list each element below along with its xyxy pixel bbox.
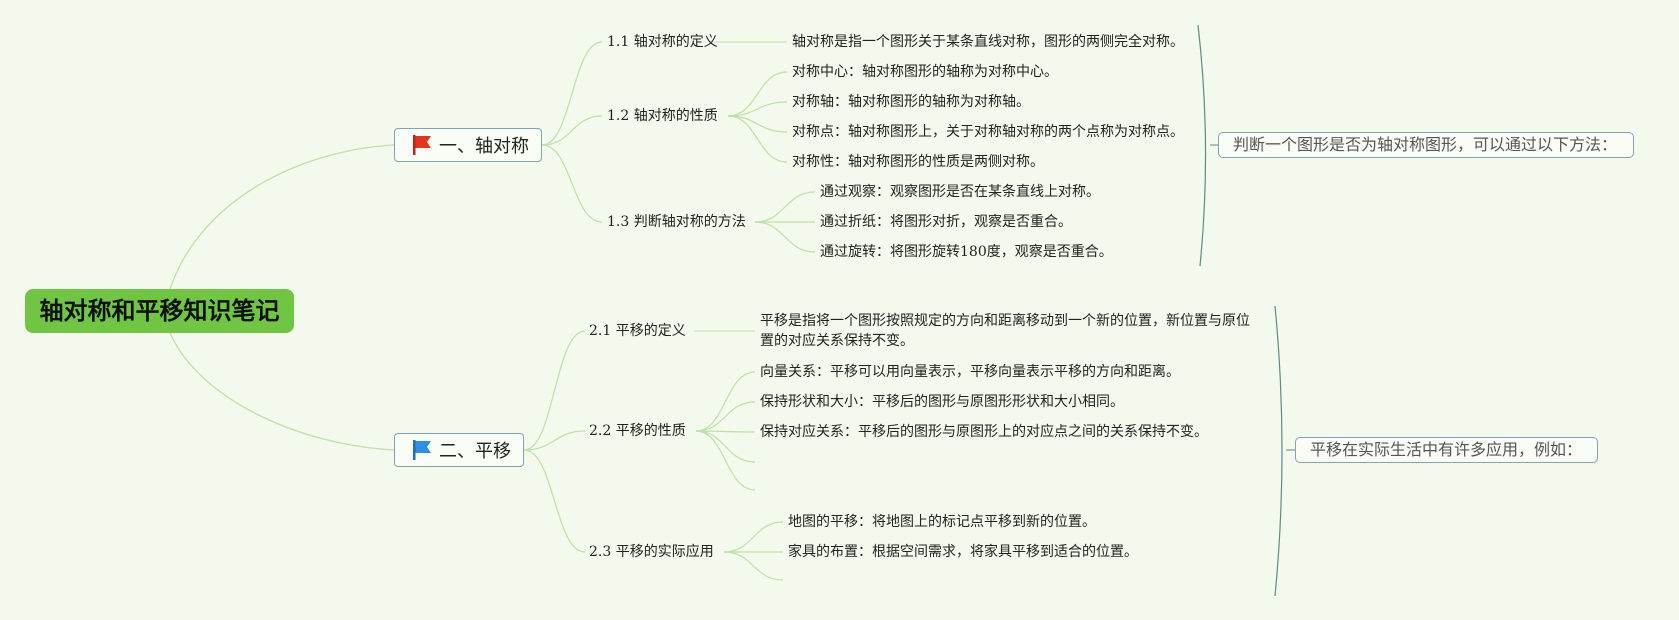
leaf-1-2-2[interactable]: 对称轴：轴对称图形的轴称为对称轴。 [792, 94, 1030, 110]
subtopic-2-2[interactable]: 2.2 平移的性质 [589, 423, 686, 439]
subtopic-1-3[interactable]: 1.3 判断轴对称的方法 [607, 214, 746, 230]
leaf-1-2-1[interactable]: 对称中心：轴对称图形的轴称为对称中心。 [792, 64, 1058, 80]
connector-16 [695, 430, 756, 463]
connector-12 [523, 449, 586, 553]
branch-axis-symmetry[interactable]: 一、轴对称 [394, 128, 542, 162]
red-flag-icon [413, 135, 431, 155]
leaf-1-3-1[interactable]: 通过观察：观察图形是否在某条直线上对称。 [820, 184, 1100, 200]
leaf-1-1-1[interactable]: 轴对称是指一个图形关于某条直线对称，图形的两侧完全对称。 [792, 34, 1184, 50]
summary-brace-2 [1274, 305, 1283, 597]
leaf-1-3-2[interactable]: 通过折纸：将图形对折，观察是否重合。 [820, 214, 1072, 230]
root-topic[interactable]: 轴对称和平移知识笔记 [25, 289, 294, 333]
summary-2[interactable]: 平移在实际生活中有许多应用，例如： [1295, 437, 1598, 463]
leaf-2-2-1[interactable]: 向量关系：平移可以用向量表示，平移向量表示平移的方向和距离。 [760, 364, 1180, 380]
leaf-1-2-3[interactable]: 对称点：轴对称图形上，关于对称轴对称的两个点称为对称点。 [792, 124, 1184, 140]
connector-10 [523, 330, 586, 451]
subtopic-1-1[interactable]: 1.1 轴对称的定义 [607, 34, 718, 50]
connector-7 [754, 191, 816, 223]
connector-3 [727, 71, 788, 117]
branch-translation[interactable]: 二、平移 [394, 433, 524, 467]
subtopic-2-1[interactable]: 2.1 平移的定义 [589, 323, 686, 339]
summary-brace-1 [1197, 24, 1207, 267]
connector-4 [727, 101, 788, 117]
connector-20 [723, 551, 784, 581]
connector-18 [723, 521, 784, 553]
connector-2 [541, 144, 603, 223]
connector-9 [754, 221, 816, 253]
connector-11 [523, 430, 586, 451]
connector-13 [695, 371, 756, 432]
leaf-1-2-4[interactable]: 对称性：轴对称图形的性质是两侧对称。 [792, 154, 1044, 170]
subtopic-1-2[interactable]: 1.2 轴对称的性质 [607, 108, 718, 124]
leaf-1-3-3[interactable]: 通过旋转：将图形旋转180度，观察是否重合。 [820, 244, 1113, 260]
leaf-2-3-2[interactable]: 家具的布置：根据空间需求，将家具平移到适合的位置。 [788, 544, 1138, 560]
branch-label: 二、平移 [439, 441, 511, 462]
summary-1[interactable]: 判断一个图形是否为轴对称图形，可以通过以下方法： [1218, 132, 1634, 158]
leaf-2-2-2[interactable]: 保持形状和大小：平移后的图形与原图形形状和大小相同。 [760, 394, 1124, 410]
leaf-2-3-1[interactable]: 地图的平移：将地图上的标记点平移到新的位置。 [788, 514, 1096, 530]
connector-0 [541, 41, 603, 146]
connector-14 [695, 401, 756, 432]
subtopic-2-3[interactable]: 2.3 平移的实际应用 [589, 544, 714, 560]
connector-root-branch-2 [169, 332, 395, 451]
leaf-2-2-3[interactable]: 保持对应关系：平移后的图形与原图形上的对应点之间的关系保持不变。 [760, 424, 1208, 440]
connector-5 [727, 115, 788, 133]
connector-6 [727, 115, 788, 163]
connector-17 [695, 430, 756, 491]
connector-1 [541, 115, 603, 146]
blue-flag-icon [413, 440, 431, 460]
branch-label: 一、轴对称 [439, 136, 529, 157]
connector-root-branch-1 [169, 144, 395, 290]
leaf-2-1-1[interactable]: 平移是指将一个图形按照规定的方向和距离移动到一个新的位置，新位置与原位置的对应关… [760, 313, 1250, 349]
